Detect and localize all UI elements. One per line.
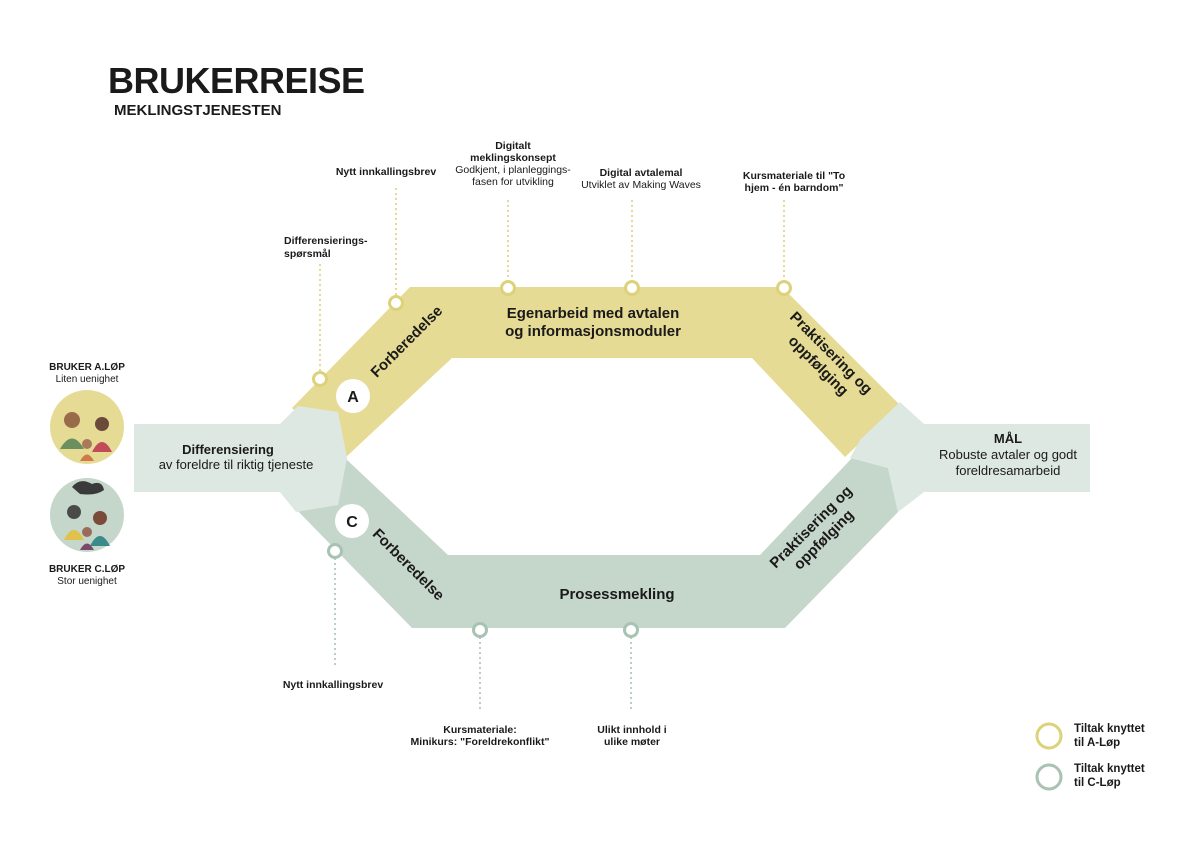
measure-a-concept-line3: Godkjent, i planleggings-	[455, 164, 571, 176]
marker-a-course	[776, 280, 792, 296]
persona-c-desc: Stor uenighet	[57, 576, 117, 587]
legend-a-marker	[1035, 722, 1063, 750]
start-desc: av foreldre til riktig tjeneste	[159, 457, 314, 472]
marker-c-invite	[327, 543, 343, 559]
measure-a-concept-line4: fasen for utvikling	[472, 176, 554, 188]
marker-a-invite	[388, 295, 404, 311]
track-c-badge: C	[335, 504, 369, 538]
measure-a-course-line2: hjem - én barndom"	[745, 182, 844, 194]
measure-a-concept-line1: Digitalt	[495, 140, 531, 152]
page-subtitle: MEKLINGSTJENESTEN	[114, 102, 282, 119]
marker-c-minikurs	[472, 622, 488, 638]
start-hub	[134, 406, 347, 512]
measure-a-course-line1: Kursmateriale til "To	[743, 170, 845, 182]
marker-c-meetings	[623, 622, 639, 638]
legend-a-line2: til A-Løp	[1074, 737, 1120, 749]
legend-c-line2: til C-Løp	[1074, 777, 1121, 789]
measure-c-meetings-line1: Ulikt innhold i	[597, 724, 666, 736]
measure-a-diff-line2: spørsmål	[284, 248, 331, 260]
svg-text:C: C	[346, 514, 358, 531]
marker-a-template	[624, 280, 640, 296]
persona-c-title: BRUKER C.LØP	[49, 564, 125, 575]
track-a-band	[292, 287, 900, 458]
page-title: BRUKERREISE	[108, 60, 365, 101]
legend-a-line1: Tiltak knyttet	[1074, 723, 1145, 735]
start-title: Differensiering	[182, 442, 274, 457]
svg-text:A: A	[347, 389, 359, 406]
measure-c-minikurs-line1: Kursmateriale:	[443, 724, 517, 736]
measure-a-concept-line2: meklingskonsept	[470, 152, 556, 164]
track-c-band	[292, 458, 898, 628]
goal-hub	[850, 402, 1090, 512]
marker-a-diff	[312, 371, 328, 387]
persona-c-avatar	[50, 478, 124, 552]
track-a-badge: A	[336, 379, 370, 413]
persona-a-avatar	[50, 390, 124, 464]
measure-a-template-line1: Digital avtalemal	[600, 167, 683, 179]
persona-a-title: BRUKER A.LØP	[49, 362, 125, 373]
persona-a-desc: Liten uenighet	[56, 374, 119, 385]
measure-a-invite: Nytt innkallingsbrev	[336, 166, 437, 178]
track-a-main-line2: og informasjonsmoduler	[505, 323, 681, 340]
measure-a-diff-line1: Differensierings-	[284, 235, 368, 247]
measure-c-minikurs-line2: Minikurs: "Foreldrekonflikt"	[411, 736, 550, 748]
measure-a-template-line2: Utviklet av Making Waves	[581, 179, 701, 191]
goal-desc-line1: Robuste avtaler og godt	[939, 447, 1077, 462]
marker-a-concept	[500, 280, 516, 296]
measure-c-invite: Nytt innkallingsbrev	[283, 679, 384, 691]
measure-c-meetings-line2: ulike møter	[604, 736, 660, 748]
legend-c-line1: Tiltak knyttet	[1074, 763, 1145, 775]
legend-c-marker	[1035, 763, 1063, 791]
track-a-main-line1: Egenarbeid med avtalen	[507, 305, 680, 322]
goal-desc-line2: foreldresamarbeid	[956, 463, 1061, 478]
track-c-main-label: Prosessmekling	[559, 586, 674, 603]
goal-title: MÅL	[994, 431, 1022, 446]
